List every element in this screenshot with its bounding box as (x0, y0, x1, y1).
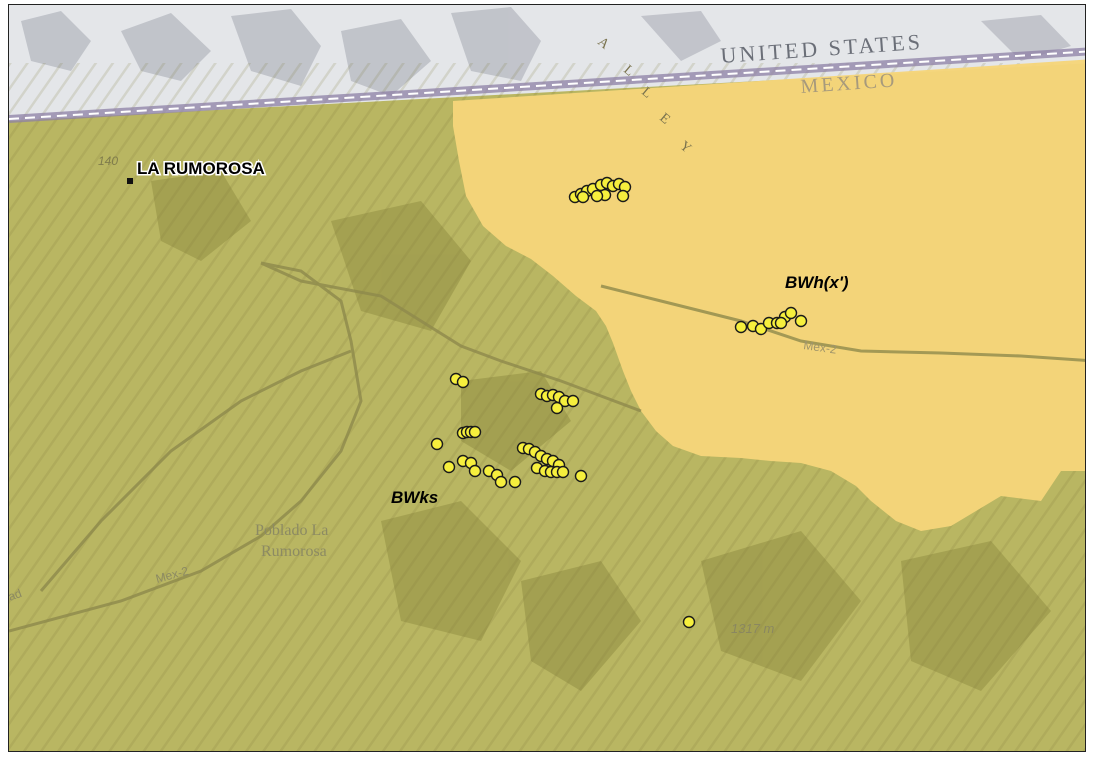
climate-label-bwh: BWh(x') (785, 273, 849, 292)
site-point-cluster_center[interactable] (682, 615, 696, 629)
site-point-cluster_ne[interactable] (590, 189, 604, 203)
site-point-cluster_east[interactable] (784, 306, 798, 320)
town-marker[interactable] (127, 178, 133, 184)
site-point-cluster_center[interactable] (442, 460, 456, 474)
site-point-cluster_center[interactable] (574, 469, 588, 483)
site-point-cluster_center[interactable] (494, 475, 508, 489)
site-point-cluster_center[interactable] (550, 401, 564, 415)
site-point-cluster_center[interactable] (430, 437, 444, 451)
map-frame[interactable]: UNITED STATES MEXICO A L L E Y 140 LA RU… (8, 4, 1086, 752)
site-point-cluster_center[interactable] (468, 425, 482, 439)
us-terrain-relief (21, 7, 1071, 96)
site-point-cluster_center[interactable] (566, 394, 580, 408)
town-elevation-fragment: 140 (98, 154, 118, 168)
edge-label-fragment: ad (9, 586, 24, 604)
site-point-cluster_center[interactable] (556, 465, 570, 479)
points-layer (430, 176, 808, 629)
place-label-poblado-line2: Rumorosa (261, 543, 327, 560)
place-label-poblado-line1: Poblado La (255, 522, 328, 539)
road-label-mex2-east: Mex-2 (803, 338, 838, 357)
map-canvas[interactable]: UNITED STATES MEXICO A L L E Y 140 LA RU… (9, 5, 1086, 752)
site-point-cluster_east[interactable] (734, 320, 748, 334)
site-point-cluster_center[interactable] (508, 475, 522, 489)
climate-label-bwks: BWks (391, 488, 438, 507)
site-point-cluster_east[interactable] (794, 314, 808, 328)
town-label-la-rumorosa: LA RUMOROSA (137, 159, 265, 178)
international-border (9, 47, 1085, 123)
elevation-label-1317: 1317 m (731, 621, 775, 636)
zone-bwh[interactable] (453, 59, 1086, 531)
roads (9, 261, 1085, 633)
site-point-cluster_east[interactable] (774, 316, 788, 330)
site-point-cluster_ne[interactable] (576, 190, 590, 204)
site-point-cluster_center[interactable] (468, 464, 482, 478)
site-point-cluster_center[interactable] (456, 375, 470, 389)
site-point-cluster_ne[interactable] (616, 189, 630, 203)
